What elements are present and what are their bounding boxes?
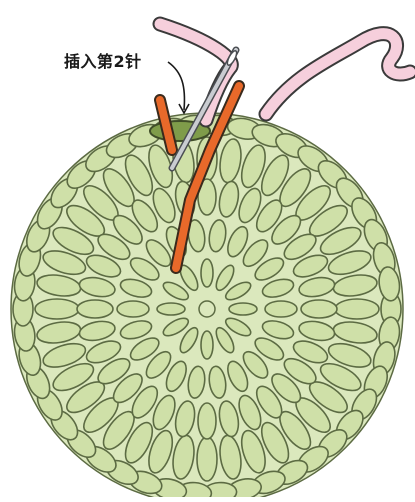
stitch-ring5 [201, 331, 213, 359]
pink-yarn-b [266, 34, 410, 114]
stitch-ring2 [35, 299, 79, 319]
magic-ring-center [199, 301, 215, 317]
stitch-ring5 [201, 259, 213, 287]
stitch-ring4 [265, 301, 297, 317]
stitch-ring3 [198, 403, 216, 439]
stitch-ring3 [301, 300, 337, 318]
curved-arrow-icon [168, 62, 184, 110]
stitch-ring3 [77, 300, 113, 318]
stitch-ring4 [117, 301, 149, 317]
stitch-ring2 [335, 299, 379, 319]
stitch-ring2 [197, 437, 217, 481]
stitch-ring5 [157, 303, 185, 315]
annotation-label: 插入第2针 [64, 48, 142, 72]
stitch-ring5 [229, 303, 257, 315]
